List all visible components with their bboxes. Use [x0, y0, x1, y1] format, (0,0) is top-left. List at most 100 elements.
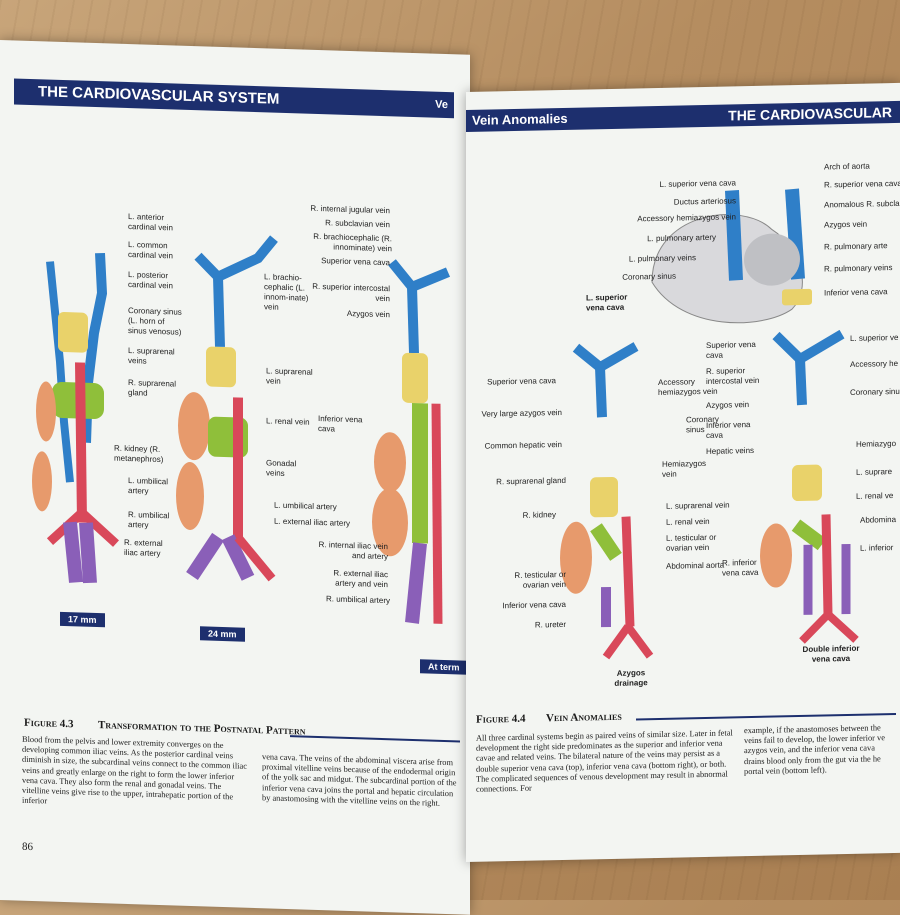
label-azygos-vein-heart: Azygos vein	[824, 219, 868, 230]
caption-double-ivc: Double inferior vena cava	[802, 643, 860, 664]
label-anomalous-r-subclavian: Anomalous R. subcla	[824, 198, 900, 210]
label-r-internal-iliac: R. internal iliac vein and artery	[318, 540, 388, 562]
kidney	[760, 523, 792, 588]
kidney-upper	[178, 392, 210, 461]
label-l-pulmonary-artery: L. pulmonary artery	[647, 232, 716, 244]
diagram-azygos-drainage	[560, 342, 654, 660]
vein-svc	[407, 286, 419, 354]
label-r-suprarenal-gland: R. suprarenal gland	[128, 378, 177, 398]
kidney	[560, 521, 592, 594]
label-l-pulmonary-veins: L. pulmonary veins	[628, 253, 696, 264]
label-abdominal-aorta-d: Abdomina	[860, 514, 897, 525]
label-r-ureter: R. ureter	[534, 619, 566, 630]
label-r-kidney-az: R. kidney	[522, 510, 556, 520]
iliac-arteries	[799, 611, 859, 644]
label-l-umbilical-artery-24: L. umbilical artery	[274, 500, 337, 512]
label-l-posterior-cardinal: L. posterior cardinal vein	[128, 270, 173, 291]
label-hemiazygos-d: Hemiazygo	[856, 438, 897, 449]
artery-iliac-right	[79, 509, 119, 547]
vein-svc	[213, 276, 225, 347]
label-r-superior-intercostal: R. superior intercostal vein	[312, 281, 390, 304]
right-page-header-banner: Vein Anomalies THE CARDIOVASCULAR	[466, 100, 900, 132]
artery-aorta	[431, 403, 443, 624]
figure-4-4-number: Figure 4.4	[476, 712, 526, 726]
figure-4-3-title: Transformation to the Postnatal Pattern	[98, 719, 306, 738]
vein-brachiocephalic	[772, 329, 845, 366]
page-number: 86	[22, 840, 33, 854]
artery-aorta	[75, 362, 87, 523]
body-text-column-2: vena cava. The veins of the abdominal vi…	[262, 752, 457, 808]
label-r-pulmonary-artery: R. pulmonary arte	[824, 241, 888, 252]
label-r-inferior-vena-cava: R. inferior vena cava	[722, 557, 759, 578]
vein-brachiocephalic	[388, 259, 451, 294]
label-ductus-arteriosus: Ductus arteriosus	[673, 196, 736, 207]
heart-illustration	[651, 188, 812, 324]
body-text-column-1: Blood from the pelvis and lower extremit…	[22, 734, 247, 806]
label-hepatic-veins: Hepatic veins	[706, 445, 755, 456]
vein-svc	[595, 366, 607, 418]
label-gonadal-veins: Gonadal veins	[266, 458, 297, 478]
liver-region	[792, 464, 822, 502]
iliac-veins	[63, 521, 97, 584]
label-r-subclavian: R. subclavian vein	[325, 218, 390, 230]
label-l-anterior-cardinal: L. anterior cardinal vein	[128, 212, 173, 233]
label-azygos-vein: Azygos vein	[346, 308, 390, 320]
label-inferior-vena-cava: Inferior vena cava	[318, 413, 363, 434]
stage-label-24mm: 24 mm	[200, 626, 245, 642]
label-l-suprarenal-d: L. suprare	[856, 467, 893, 477]
right-book-page: Vein Anomalies THE CARDIOVASCULAR L. sup…	[466, 82, 900, 862]
label-l-suprarenal-vein: L. suprarenal vein	[266, 366, 313, 386]
label-inferior-vena-cava-az: Inferior vena cava	[502, 599, 566, 611]
label-r-umbilical-artery: R. umbilical artery	[325, 594, 390, 606]
label-coronary-sinus-d: Coronary sinu	[850, 386, 900, 397]
label-r-suprarenal-gland-az: R. suprarenal gland	[496, 475, 566, 487]
label-r-external-iliac: R. external iliac artery and vein	[333, 568, 388, 590]
label-r-pulmonary-veins: R. pulmonary veins	[824, 263, 893, 274]
stage-label-17mm: 17 mm	[60, 611, 105, 628]
label-r-kidney: R. kidney (R. metanephros)	[114, 443, 164, 465]
left-page-header-banner: THE CARDIOVASCULAR SYSTEM Ve	[14, 78, 454, 119]
iliac-veins	[405, 542, 427, 624]
artery-aorta	[821, 514, 833, 615]
caption-rule-right	[636, 712, 896, 720]
label-superior-vena-cava-az: Superior vena cava	[487, 376, 556, 387]
diagram-24mm	[176, 235, 278, 582]
green-region	[590, 523, 622, 561]
label-coronary-sinus-heart: Coronary sinus	[622, 271, 676, 282]
kidney-right	[32, 451, 52, 512]
left-page-header-title: THE CARDIOVASCULAR SYSTEM	[38, 83, 280, 108]
left-page-header-tail: Ve	[435, 98, 448, 112]
artery-iliac	[234, 534, 276, 582]
label-l-common-cardinal: L. common cardinal vein	[128, 240, 173, 261]
label-l-inferior-vc-d: L. inferior	[860, 543, 894, 553]
ivc-stub	[782, 288, 812, 306]
artery-aorta	[621, 516, 635, 627]
vein-svc	[795, 358, 807, 406]
right-header-section: Vein Anomalies	[472, 110, 568, 128]
label-l-renal-vein-az: L. renal vein	[666, 516, 710, 527]
label-l-renal-vein-d: L. renal ve	[856, 491, 894, 501]
diagram-17mm	[32, 253, 119, 584]
label-superior-vena-cava-d: Superior vena cava	[706, 339, 756, 360]
label-r-superior-intercostal-d: R. superior intercostal vein	[706, 366, 760, 386]
body-text-right-col-1: All three cardinal systems begin as pair…	[476, 728, 733, 794]
liver-region	[58, 312, 88, 353]
label-coronary-sinus: Coronary sinus (L. horn of sinus venosus…	[128, 306, 182, 337]
label-r-superior-vena-cava: R. superior vena cava	[824, 178, 900, 190]
vein-brachiocephalic	[572, 342, 639, 374]
label-superior-vena-cava: Superior vena cava	[321, 256, 390, 268]
label-common-hepatic-vein: Common hepatic vein	[484, 439, 562, 451]
body-text-right-col-2: example, if the anastomoses between the …	[744, 723, 885, 776]
diagram-double-ivc	[760, 329, 859, 644]
label-accessory-hemiazygos-d: Accessory he	[850, 358, 899, 369]
caption-rule	[290, 735, 460, 742]
right-header-title: THE CARDIOVASCULAR	[728, 104, 892, 124]
stage-label-at-term: At term	[420, 659, 468, 675]
label-r-brachiocephalic: R. brachiocephalic (R. innominate) vein	[313, 231, 392, 254]
iliac-veins	[186, 532, 255, 581]
label-l-external-iliac-24: L. external iliac artery	[274, 516, 351, 529]
label-l-superior-vena-cava: L. superior vena cava	[659, 178, 737, 189]
label-l-testicular-vein: L. testicular or ovarian vein	[666, 532, 717, 553]
figure-4-4-title: Vein Anomalies	[546, 710, 622, 725]
ivc-double	[803, 543, 851, 615]
